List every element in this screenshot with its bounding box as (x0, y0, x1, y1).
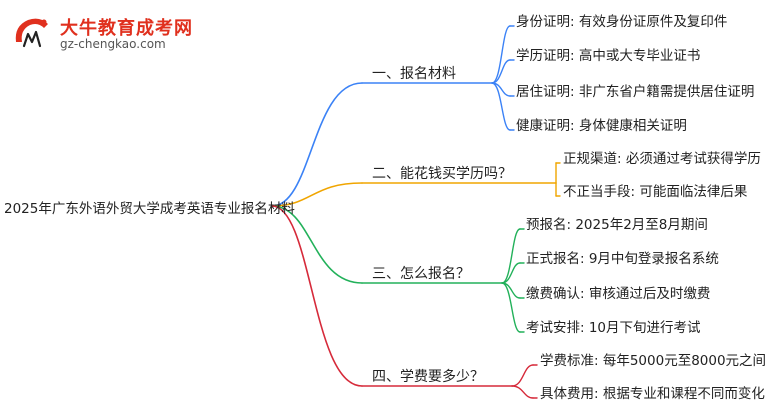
leaf-connector (501, 282, 521, 333)
brand-logo[interactable]: 大牛教育成考网 gz-chengkao.com (10, 12, 210, 56)
leaf-connector (501, 228, 521, 284)
connector-lines (271, 25, 561, 399)
leaf-pre-registration[interactable]: 预报名: 2025年2月至8月期间 (526, 217, 708, 233)
leaf-connector (491, 59, 511, 84)
branch-connector (271, 82, 363, 207)
branch-connector (271, 182, 363, 207)
branch-how-to-register[interactable]: 三、怎么报名？ (372, 266, 470, 282)
leaf-specific-cost[interactable]: 具体费用: 根据专业和课程不同而变化 (540, 386, 765, 402)
branch-buy-degree[interactable]: 二、能花钱买学历吗？ (372, 166, 512, 182)
leaf-improper-means[interactable]: 不正当手段: 可能面临法律后果 (563, 184, 748, 200)
leaf-health-proof[interactable]: 健康证明: 身体健康相关证明 (516, 118, 687, 134)
leaf-residence-proof[interactable]: 居住证明: 非广东省户籍需提供居住证明 (516, 84, 755, 100)
leaf-formal-registration[interactable]: 正式报名: 9月中旬登录报名系统 (526, 251, 719, 267)
leaf-proper-channel[interactable]: 正规渠道: 必须通过考试获得学历 (563, 151, 761, 167)
leaf-connector (491, 25, 511, 84)
leaf-payment-confirm[interactable]: 缴费确认: 审核通过后及时缴费 (526, 286, 711, 302)
leaf-tuition-standard[interactable]: 学费标准: 每年5000元至8000元之间 (540, 353, 766, 369)
brand-name: 大牛教育成考网 (60, 18, 193, 39)
leaf-education-proof[interactable]: 学历证明: 高中或大专毕业证书 (516, 48, 701, 64)
leaf-connector (501, 262, 521, 284)
branch-materials[interactable]: 一、报名材料 (372, 66, 456, 82)
root-node[interactable]: 2025年广东外语外贸大学成考英语专业报名材料 (4, 201, 295, 217)
bull-logo-icon (15, 18, 48, 48)
branch-connector (271, 205, 363, 284)
branch-connector (271, 205, 363, 387)
branch-tuition[interactable]: 四、学费要多少？ (372, 369, 484, 385)
leaf-exam-schedule[interactable]: 考试安排: 10月下旬进行考试 (526, 320, 701, 336)
mind-map: 大牛教育成考网 gz-chengkao.com 2025年广东外语外贸大学成考英… (4, 12, 766, 402)
brand-url: gz-chengkao.com (60, 37, 166, 51)
leaf-id-proof[interactable]: 身份证明: 有效身份证原件及复印件 (516, 14, 728, 30)
leaf-connector (511, 385, 534, 399)
leaf-connector (511, 364, 534, 387)
leaf-connector (491, 82, 511, 131)
